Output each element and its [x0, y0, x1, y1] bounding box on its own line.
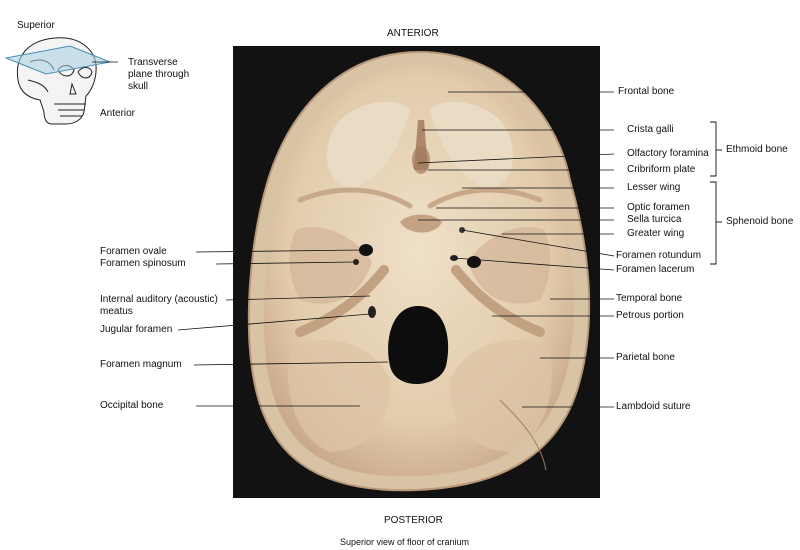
leader-lines-right — [417, 91, 615, 408]
label-olfactory-foramina: Olfactory foramina — [627, 148, 709, 159]
foramen-ovale-hole — [359, 244, 373, 256]
bracket-ethmoid — [710, 121, 722, 177]
lesser-wing-ridge — [297, 187, 543, 209]
figure-caption: Superior view of floor of cranium — [340, 537, 470, 547]
foramen-magnum-hole — [388, 306, 449, 385]
anterior-heading: ANTERIOR — [387, 28, 439, 39]
label-foramen-magnum: Foramen magnum — [100, 359, 182, 370]
label-parietal-bone: Parietal bone — [616, 352, 675, 363]
posterior-heading: POSTERIOR — [384, 515, 443, 526]
leader-lines-left — [177, 249, 389, 407]
jugular-foramen-hole — [368, 306, 376, 318]
middle-fossa-left — [289, 226, 372, 304]
inset-plane-label-1: Transverse — [128, 57, 178, 68]
label-lambdoid-suture: Lambdoid suture — [616, 401, 691, 412]
bracket-sphenoid — [710, 181, 722, 265]
petrous-ridge-left — [295, 265, 389, 337]
label-internal-auditory-2: meatus — [100, 306, 133, 317]
foramen-spinosum-hole — [353, 259, 359, 265]
inset-plane-label-3: skull — [128, 81, 149, 92]
anterior-fossa-shade — [326, 101, 410, 190]
inset-anterior-label: Anterior — [100, 108, 136, 119]
cribriform-plate-shape — [412, 146, 430, 174]
label-cribriform-plate: Cribriform plate — [627, 164, 696, 175]
sella-turcica-shape — [400, 214, 442, 233]
transverse-plane-icon — [4, 45, 118, 75]
label-jugular-foramen: Jugular foramen — [100, 324, 173, 335]
label-foramen-spinosum: Foramen spinosum — [100, 258, 186, 269]
inset-superior-label: Superior — [17, 20, 55, 31]
anterior-fossa-shade-right — [430, 101, 514, 190]
label-temporal-bone: Temporal bone — [616, 293, 683, 304]
posterior-fossa-right — [449, 340, 552, 452]
label-sphenoid-bone: Sphenoid bone — [726, 216, 794, 227]
label-internal-auditory-1: Internal auditory (acoustic) — [100, 294, 218, 305]
label-optic-foramen: Optic foramen — [627, 202, 690, 213]
label-foramen-ovale: Foramen ovale — [100, 246, 167, 257]
inset-plane-label-2: plane through — [128, 69, 190, 80]
label-lesser-wing: Lesser wing — [627, 182, 681, 193]
label-foramen-lacerum: Foramen lacerum — [616, 264, 695, 275]
foramen-ovale-hole-right — [467, 256, 481, 268]
petrous-ridge-right — [451, 265, 545, 337]
label-foramen-rotundum: Foramen rotundum — [616, 250, 702, 261]
label-petrous-portion: Petrous portion — [616, 310, 684, 321]
label-crista-galli: Crista galli — [627, 124, 674, 135]
label-sella-turcica: Sella turcica — [627, 214, 682, 225]
skull-inset-diagram — [4, 37, 118, 125]
middle-fossa-right — [468, 226, 551, 304]
label-ethmoid-bone: Ethmoid bone — [726, 144, 788, 155]
label-frontal-bone: Frontal bone — [618, 86, 675, 97]
lambdoid-suture-line — [499, 399, 547, 471]
label-greater-wing: Greater wing — [627, 228, 685, 239]
posterior-fossa-left — [288, 340, 391, 452]
label-occipital-bone: Occipital bone — [100, 400, 164, 411]
